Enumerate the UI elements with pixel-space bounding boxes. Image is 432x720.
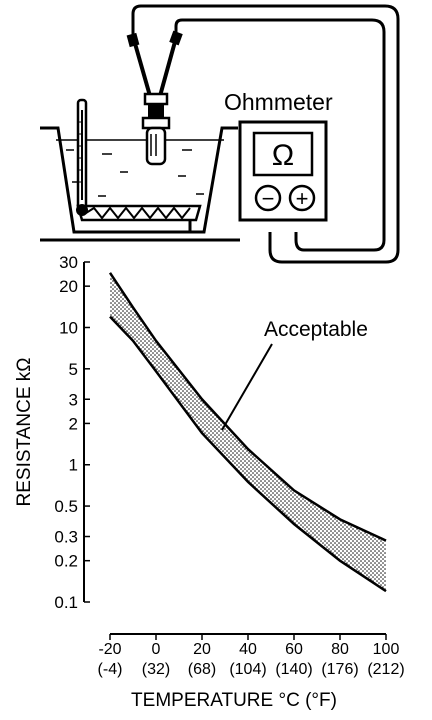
x-tick-sublabel: (104) [229, 661, 266, 678]
x-tick-sublabel: (32) [142, 661, 170, 678]
x-tick-label: 100 [373, 641, 400, 658]
minus-terminal [254, 184, 282, 212]
y-tick-label: 0.1 [54, 593, 78, 612]
upper-bound-curve [108, 272, 387, 542]
water-bath [40, 126, 240, 242]
x-tick-sublabel: (140) [275, 661, 312, 678]
y-tick-label: 0.2 [54, 552, 78, 571]
y-tick-label: 1 [69, 456, 78, 475]
heater-element [76, 204, 202, 232]
y-tick-label: 3 [69, 390, 78, 409]
band-label: Acceptable [264, 318, 368, 341]
x-tick-label: -20 [98, 641, 121, 658]
temperature-sensor [141, 92, 171, 166]
x-tick-sublabel: (176) [321, 661, 358, 678]
probe-tips [126, 30, 183, 48]
y-tick-label: 10 [59, 318, 78, 337]
plus-terminal [288, 184, 316, 212]
acceptable-band [110, 272, 386, 592]
x-tick-label: 40 [239, 641, 257, 658]
test-setup-illustration: Ohmmeter Ω − + [40, 4, 400, 264]
ohmmeter: Ohmmeter Ω − + [224, 89, 333, 222]
x-tick-sublabel: (212) [367, 661, 404, 678]
y-tick-label: 30 [59, 253, 78, 272]
plus-symbol: + [296, 186, 309, 211]
y-tick-label: 0.3 [54, 528, 78, 547]
y-tick-label: 0.5 [54, 497, 78, 516]
minus-symbol: − [262, 186, 275, 211]
x-tick-label: 60 [285, 641, 303, 658]
x-axis-title: TEMPERATURE °C (°F) [131, 690, 337, 711]
x-tick-sublabel: (68) [188, 661, 216, 678]
resistance-chart: RESISTANCE kΩ TEMPERATURE °C (°F) 302010… [14, 253, 405, 711]
band-label-leader [221, 343, 273, 431]
probe-leads [132, 37, 178, 97]
chart-plot-area: 30 20 10 5 3 2 1 0.5 0.3 0.2 0.1 -20 (-4) 0 (32) 20 (68)… [54, 253, 404, 678]
x-tick-label: 80 [331, 641, 349, 658]
ohm-symbol: Ω [272, 139, 294, 172]
ohmmeter-label: Ohmmeter [224, 89, 333, 115]
x-tick-sublabel: (-4) [98, 661, 123, 678]
x-tick-label: 0 [152, 641, 161, 658]
x-tick-label: 20 [193, 641, 211, 658]
y-tick-label: 20 [59, 277, 78, 296]
y-tick-label: 5 [69, 360, 78, 379]
lead-wires [131, 4, 400, 264]
lower-bound-curve [109, 315, 387, 593]
y-axis-title: RESISTANCE kΩ [14, 358, 35, 507]
y-tick-label: 2 [69, 414, 78, 433]
thermometer [76, 98, 88, 216]
